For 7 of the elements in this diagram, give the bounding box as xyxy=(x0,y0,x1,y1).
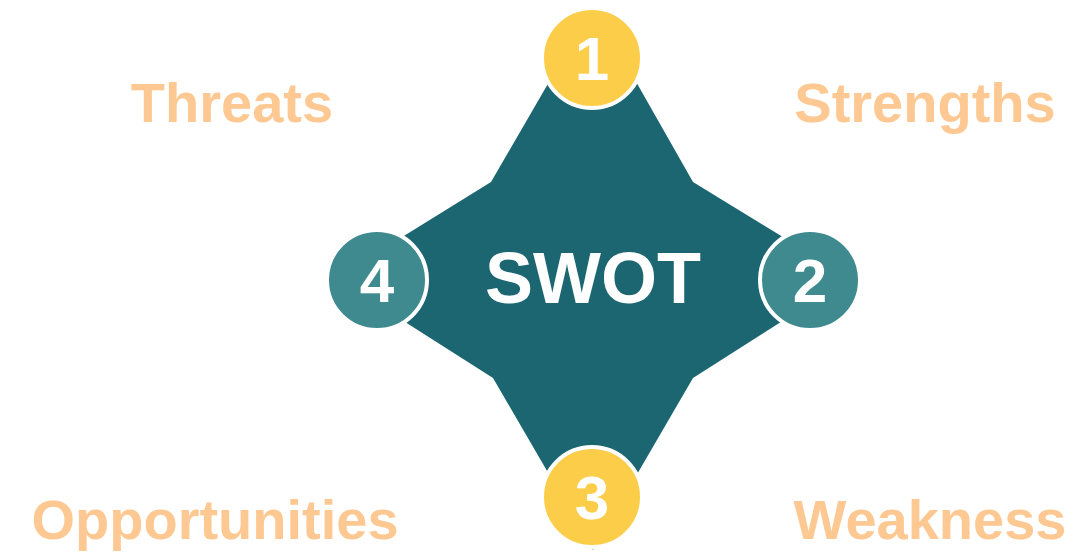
quadrant-label: Weakness xyxy=(793,492,1067,548)
step-number: 4 xyxy=(359,244,395,316)
step-number: 3 xyxy=(574,461,610,533)
step-number: 2 xyxy=(792,244,828,316)
step-number: 1 xyxy=(574,22,610,94)
quadrant-label: Threats xyxy=(130,75,334,131)
center-title: SWOT xyxy=(485,237,701,319)
